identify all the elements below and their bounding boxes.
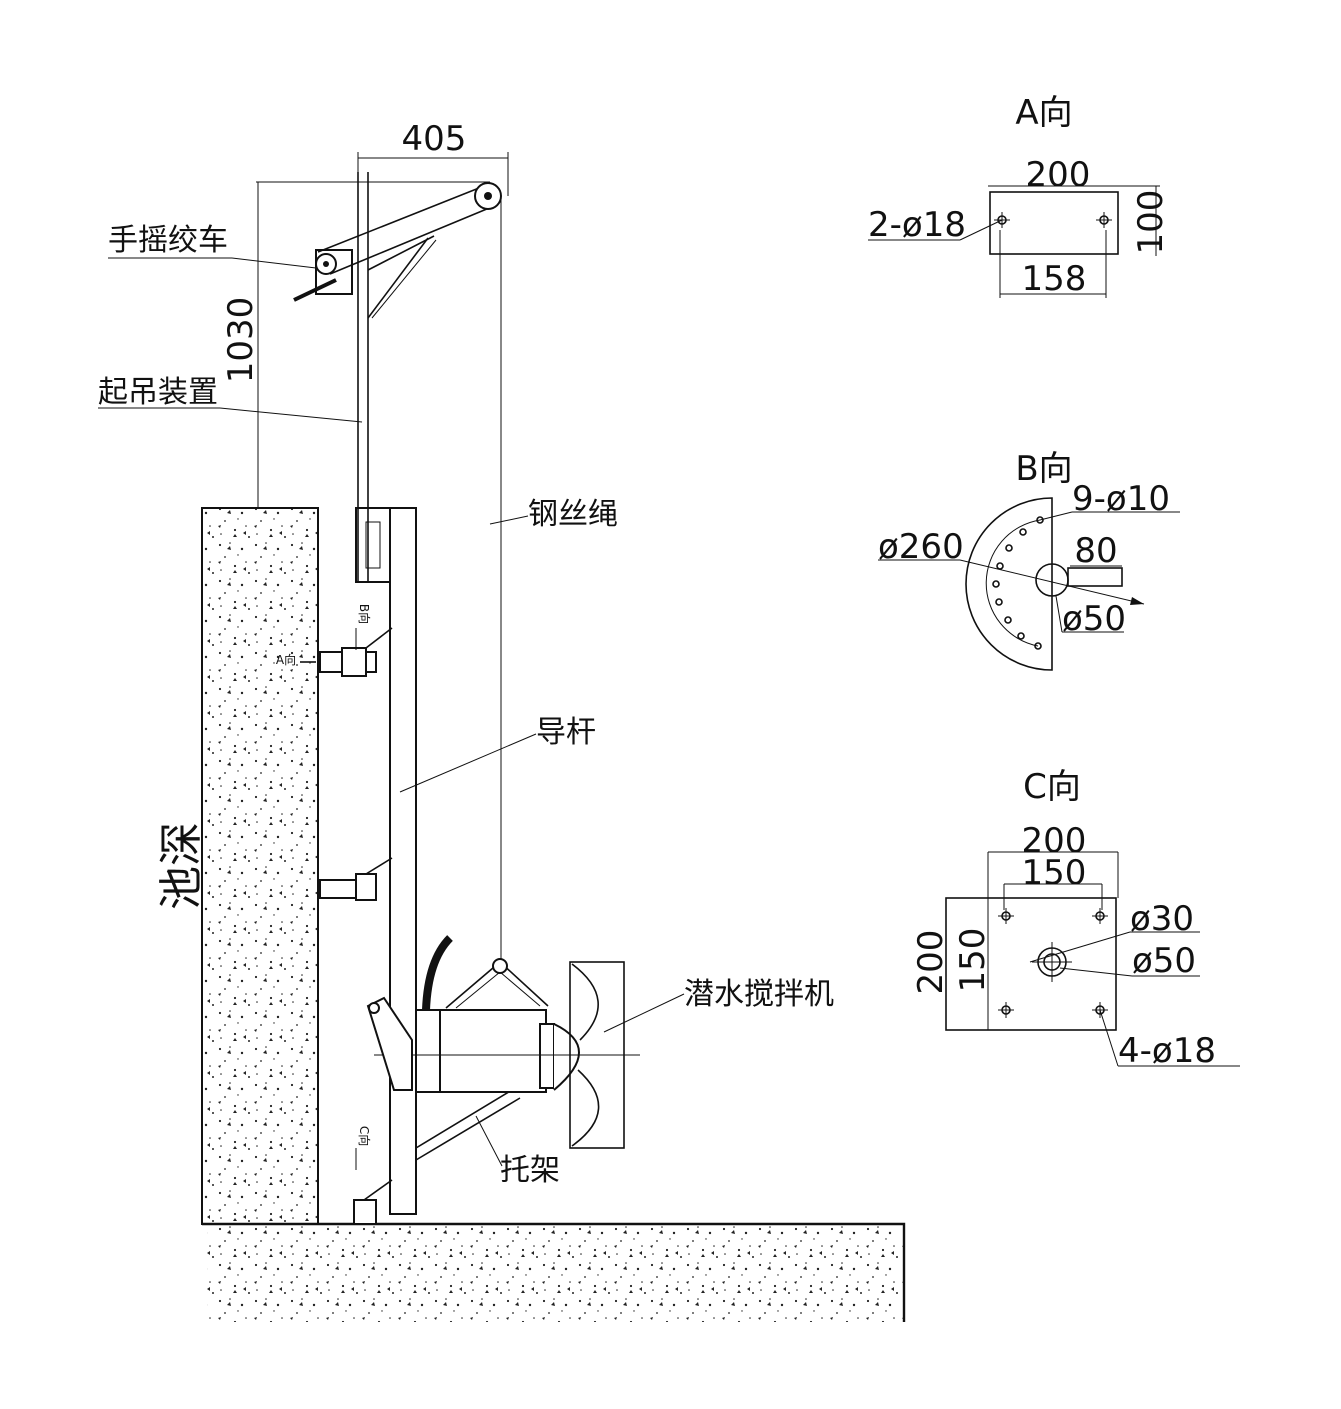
view-c-plate [945, 897, 1117, 1031]
view-b: B向 9-ø10 ø260 80 ø50 [878, 449, 1180, 671]
label-mixer: 潜水搅拌机 [684, 977, 834, 1012]
mast-sleeve-inner [365, 521, 381, 569]
view-a-title: A向 [1015, 93, 1072, 133]
winch [293, 249, 353, 302]
view-c-hole1: ø30 [1130, 899, 1194, 939]
pool-floor-outline [202, 1222, 906, 1322]
support-arm-1 [415, 1097, 521, 1161]
view-c: C向 200 150 200 150 ø30 ø50 [911, 767, 1240, 1071]
mixer-mount-plate [366, 996, 413, 1091]
view-b-title: B向 [1015, 449, 1072, 489]
label-wire-rope: 钢丝绳 [528, 497, 618, 532]
pool-wall [201, 507, 319, 1225]
top-width-dimension: 405 [402, 119, 467, 159]
mixer-flange [415, 1009, 441, 1093]
view-c-height: 200 [911, 930, 951, 995]
view-c-inner-width: 150 [1022, 853, 1087, 893]
winch-handle [293, 278, 337, 302]
mixer-hook-arc [422, 935, 453, 1011]
view-a-holes: 2-ø18 [868, 205, 966, 245]
leader-labels: 手摇绞车 起吊装置 钢丝绳 导杆 潜水搅拌机 托架 池深 B向 A向 C向 [98, 223, 834, 1188]
mark-a-direction: A向 [276, 652, 296, 667]
propeller-blade-top [571, 963, 599, 1041]
floor-bracket [353, 1179, 393, 1225]
view-b-arm [1067, 567, 1123, 587]
view-b-holes: 9-ø10 [1072, 479, 1170, 519]
support-arm-2 [415, 1089, 513, 1149]
view-c-inner-height: 150 [953, 928, 993, 993]
mark-c-direction: C向 [357, 1126, 372, 1146]
view-a-plate [989, 191, 1119, 255]
label-guide-rod: 导杆 [536, 715, 596, 750]
guide-rod-assembly [293, 172, 521, 1225]
label-bracket: 托架 [500, 1153, 560, 1188]
view-a-spacing: 158 [1022, 259, 1087, 299]
view-b-diameter: ø260 [878, 527, 964, 567]
pool-floor-fill [207, 1226, 904, 1322]
label-winch: 手摇绞车 [108, 223, 228, 258]
view-b-semicircle [965, 497, 1053, 671]
wall-bracket-middle [319, 857, 393, 901]
concrete-structure [201, 507, 906, 1322]
view-a-width: 200 [1026, 155, 1091, 195]
wall-bracket-upper [300, 627, 393, 677]
view-c-hole2: ø50 [1132, 941, 1196, 981]
label-pool-depth: 池深 [156, 822, 207, 910]
view-c-title: C向 [1023, 767, 1081, 807]
view-c-bolt-holes [998, 908, 1108, 1018]
view-a-height: 100 [1131, 190, 1171, 255]
view-b-arm-length: 80 [1074, 531, 1117, 571]
view-c-holes: 4-ø18 [1118, 1031, 1216, 1071]
mixer-hub [553, 1023, 580, 1091]
view-c-width: 200 [1022, 821, 1087, 861]
view-b-bolt-holes [992, 516, 1044, 650]
view-a: A向 200 100 158 2-ø18 [868, 93, 1171, 299]
mast-sleeve [355, 507, 391, 583]
bail-ring [492, 958, 508, 974]
view-b-bore-diameter: ø50 [1062, 599, 1126, 639]
propeller-blade-bottom [571, 1069, 600, 1147]
submersible-mixer [366, 935, 640, 1149]
label-lifting-device: 起吊装置 [98, 375, 218, 410]
guide-rod [389, 507, 417, 1215]
mark-b-direction: B向 [357, 604, 372, 624]
height-dimension: 1030 [221, 297, 261, 384]
main-dimensions: 405 1030 [221, 119, 509, 508]
